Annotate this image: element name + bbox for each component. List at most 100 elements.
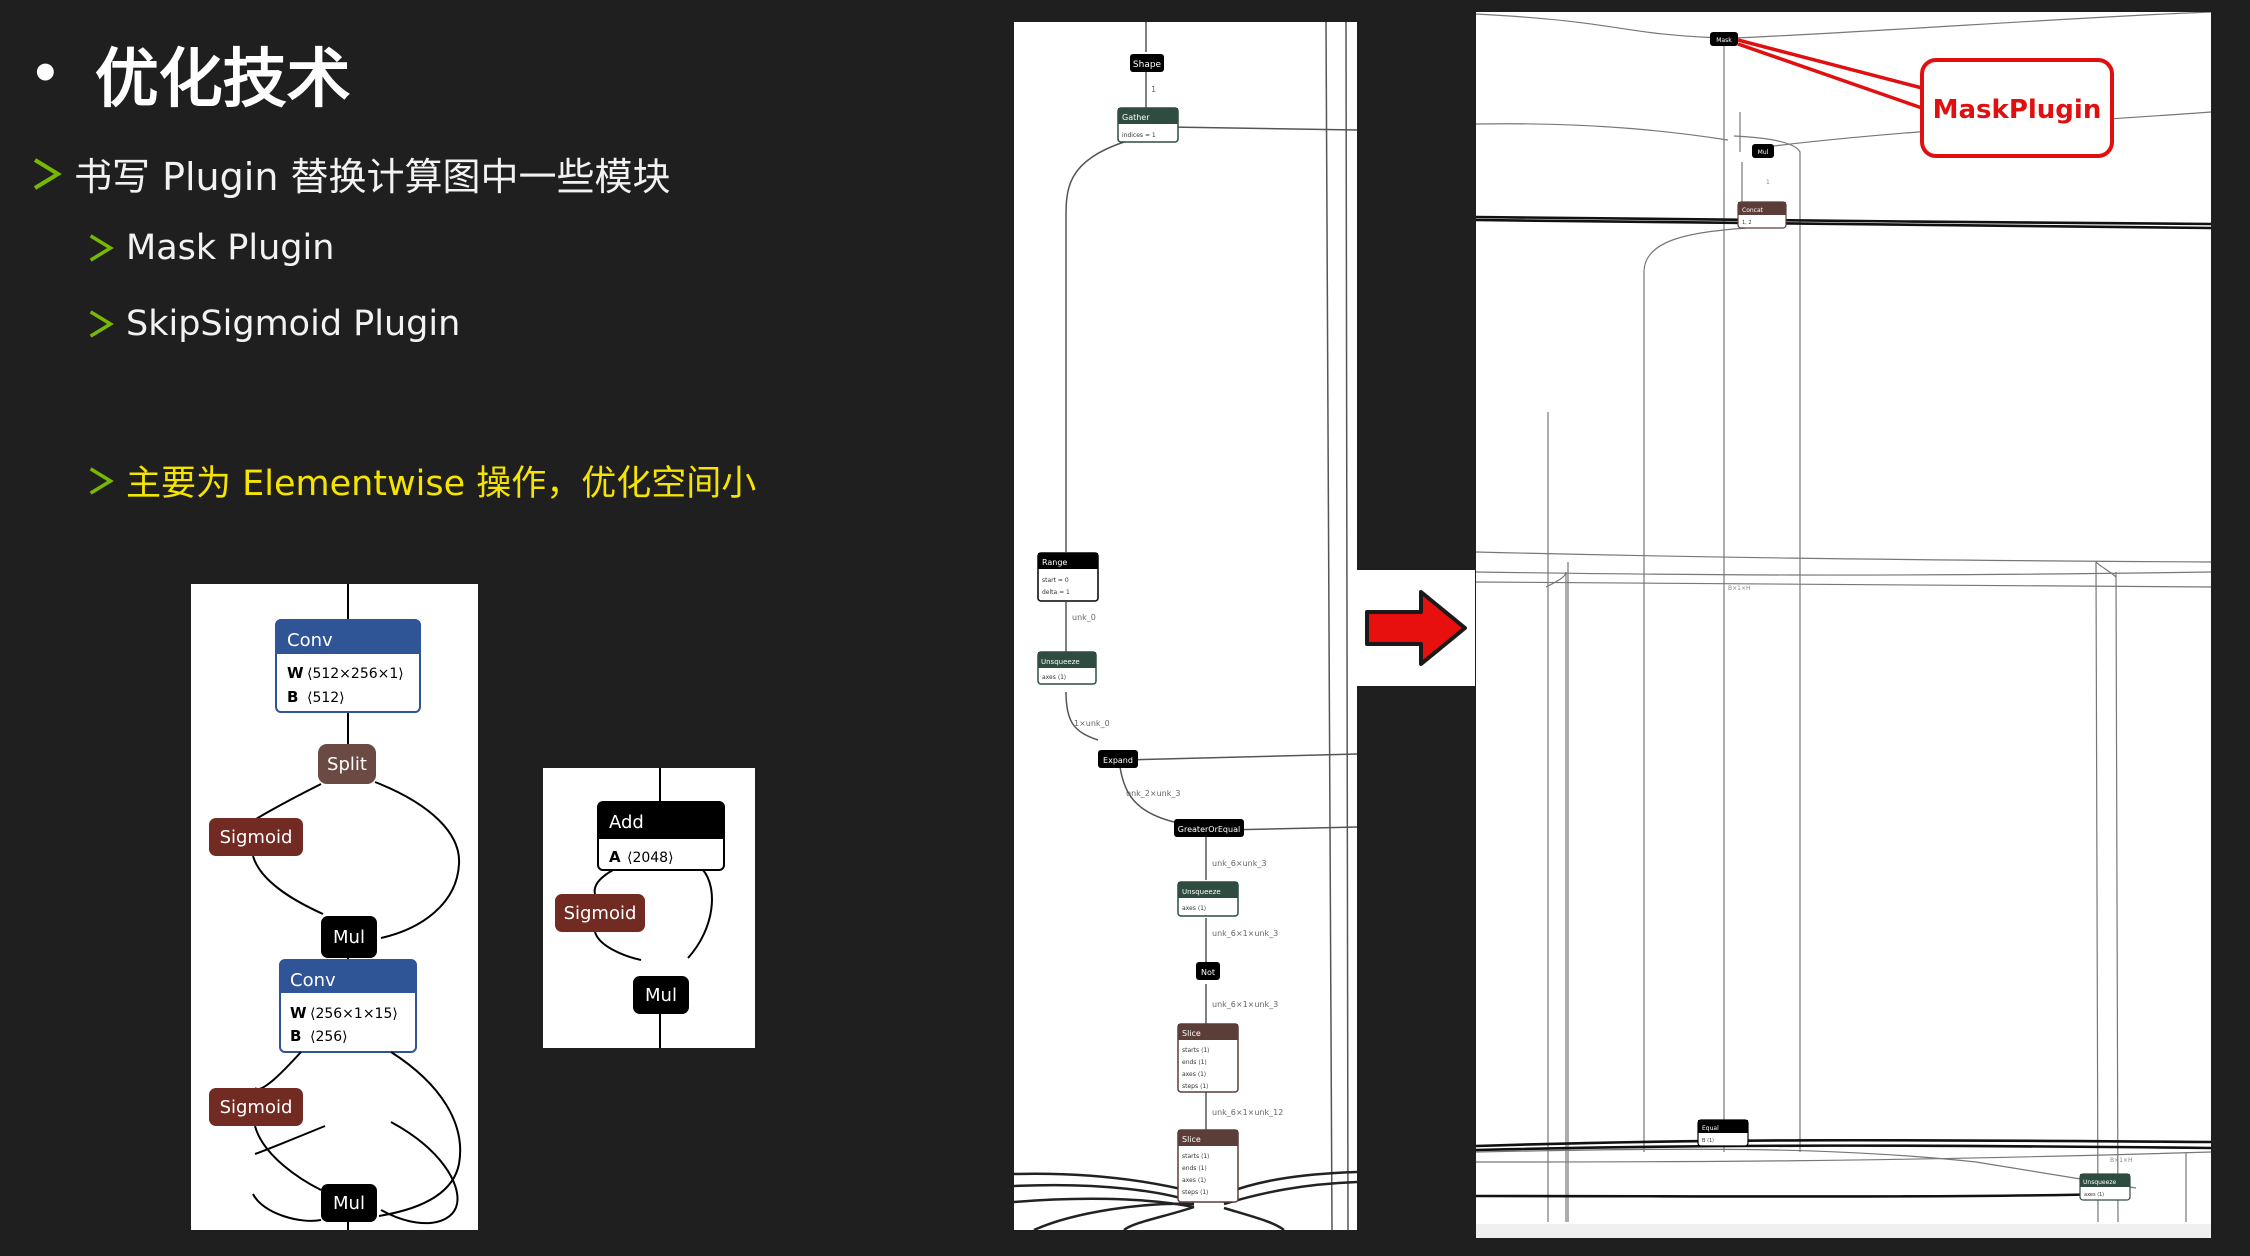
bullet-text: Mask Plugin — [126, 228, 335, 268]
slice1-node: Slice starts ⟨1⟩ ends ⟨1⟩ axes ⟨1⟩ steps… — [1177, 1023, 1239, 1093]
maskplugin-callout: MaskPlugin — [1920, 58, 2114, 158]
concat-label: Concat — [1742, 207, 1764, 214]
range-label: Range — [1042, 558, 1067, 567]
unsqueeze1-attr: axes ⟨1⟩ — [1042, 674, 1066, 681]
after-unsqueeze-node: Unsqueeze axes ⟨1⟩ — [2079, 1173, 2131, 1201]
sigmoid1-label: Sigmoid — [220, 827, 293, 848]
expand-node: Expand — [1098, 750, 1138, 768]
slice-attr: ends ⟨1⟩ — [1182, 1165, 1207, 1172]
slice-attr: axes ⟨1⟩ — [1182, 1071, 1206, 1078]
unsqueeze2-node: Unsqueeze axes ⟨1⟩ — [1177, 881, 1239, 917]
mul2-label: Mul — [333, 1193, 365, 1214]
slice-attr: steps ⟨1⟩ — [1182, 1083, 1209, 1090]
conv2-b-val: ⟨256⟩ — [310, 1029, 348, 1045]
equal-node: Equal B ⟨1⟩ — [1697, 1119, 1749, 1147]
split-label: Split — [327, 754, 367, 775]
add-a-val: ⟨2048⟩ — [627, 850, 674, 866]
equal-label: Equal — [1702, 1125, 1719, 1132]
slice2-label: Slice — [1182, 1135, 1201, 1144]
edge-label: 1 — [1151, 85, 1156, 94]
slide-title-text: 优化技术 — [94, 43, 351, 117]
conv2-b-label: B — [290, 1027, 301, 1045]
shape-label: Shape — [1133, 60, 1162, 70]
edge-label: unk_2×unk_3 — [1126, 789, 1180, 798]
gather-label: Gather — [1122, 113, 1150, 122]
gather-attr: indices = 1 — [1122, 132, 1156, 139]
conv2-w-label: W — [290, 1004, 307, 1022]
callout-text: MaskPlugin — [1933, 95, 2102, 125]
conv1-w-val: ⟨512×256×1⟩ — [307, 666, 404, 682]
conv1-w-label: W — [287, 664, 304, 682]
conv1-b-val: ⟨512⟩ — [307, 690, 345, 706]
mul1-label: Mul — [333, 927, 365, 948]
conv1-node: Conv W ⟨512×256×1⟩ B ⟨512⟩ — [275, 619, 421, 713]
range-node: Range start = 0 delta = 1 — [1037, 552, 1099, 602]
slice-attr: ends ⟨1⟩ — [1182, 1059, 1207, 1066]
title-bullet: • — [30, 46, 61, 102]
bullet-level1: 书写 Plugin 替换计算图中一些模块 — [32, 146, 670, 201]
sigmoid-node: Sigmoid — [555, 894, 645, 932]
mul2-node: Mul — [321, 1184, 377, 1222]
sigmoid2-label: Sigmoid — [220, 1097, 293, 1118]
edge-label: unk_6×1×unk_3 — [1212, 1000, 1278, 1009]
conv1-b-label: B — [287, 688, 298, 706]
after-unsqueeze-attr: axes ⟨1⟩ — [2084, 1192, 2104, 1198]
edge-label: unk_0 — [1072, 613, 1096, 622]
gather-node: Gather indices = 1 — [1117, 107, 1179, 143]
edge-label: B×1×H — [1728, 585, 1751, 592]
add-node: Add A ⟨2048⟩ — [597, 801, 725, 871]
edge-label: 1 — [1766, 179, 1770, 186]
slice-attr: starts ⟨1⟩ — [1182, 1153, 1210, 1160]
bullet-level2-mask: Mask Plugin — [88, 228, 334, 268]
mul1-node: Mul — [321, 916, 377, 958]
bullet-arrow-icon — [33, 157, 62, 190]
mask-label: Mask — [1716, 37, 1732, 44]
expand-label: Expand — [1103, 756, 1133, 765]
greater-or-equal-label: GreaterOrEqual — [1178, 825, 1240, 834]
slice1-label: Slice — [1182, 1029, 1201, 1038]
bullet-text: SkipSigmoid Plugin — [126, 304, 461, 344]
not-node: Not — [1196, 962, 1220, 980]
mask-plugin-node: Mask — [1710, 32, 1738, 46]
shape-node: Shape — [1130, 54, 1164, 72]
unsqueeze1-label: Unsqueeze — [1041, 658, 1080, 666]
slice2-node: Slice starts ⟨1⟩ ends ⟨1⟩ axes ⟨1⟩ steps… — [1177, 1129, 1239, 1203]
transform-arrow-icon — [1365, 590, 1467, 666]
range-attr: delta = 1 — [1042, 589, 1070, 596]
before-mask-graph: 1 unk_0 1×unk_0 unk_2×unk_3 unk_6×unk_3 … — [1014, 22, 1357, 1230]
after-unsqueeze-label: Unsqueeze — [2083, 1179, 2116, 1186]
edge-label: unk_6×unk_3 — [1212, 859, 1266, 868]
conv-sigmoid-graph: Conv W ⟨512×256×1⟩ B ⟨512⟩ Split Sigmoid… — [191, 584, 478, 1230]
after-mul-node: Mul — [1752, 144, 1774, 158]
bullet-level2-skipsigmoid: SkipSigmoid Plugin — [88, 304, 460, 344]
callout-pointer — [1737, 38, 1923, 110]
conv2-node: Conv W ⟨256×1×15⟩ B ⟨256⟩ — [279, 959, 417, 1053]
unsqueeze1-node: Unsqueeze axes ⟨1⟩ — [1037, 651, 1097, 685]
bullet-level2-elementwise: 主要为 Elementwise 操作，优化空间小 — [88, 455, 756, 506]
unsqueeze2-attr: axes ⟨1⟩ — [1182, 905, 1206, 912]
concat-node: Concat 1, 2 — [1737, 201, 1787, 229]
conv2-w-val: ⟨256×1×15⟩ — [310, 1006, 398, 1022]
equal-attr: B ⟨1⟩ — [1702, 1138, 1714, 1144]
mul-label: Mul — [645, 985, 677, 1006]
slice-attr: axes ⟨1⟩ — [1182, 1177, 1206, 1184]
conv2-op: Conv — [290, 970, 336, 991]
edge-label: 1×unk_0 — [1074, 719, 1110, 728]
add-op: Add — [609, 812, 644, 833]
unsqueeze2-label: Unsqueeze — [1182, 888, 1221, 896]
conv1-op: Conv — [287, 630, 333, 651]
slice-attr: starts ⟨1⟩ — [1182, 1047, 1210, 1054]
bullet-text: 书写 Plugin 替换计算图中一些模块 — [74, 155, 671, 199]
sigmoid1-node: Sigmoid — [209, 818, 303, 856]
greater-or-equal-node: GreaterOrEqual — [1174, 819, 1244, 837]
concat-attr: 1, 2 — [1742, 220, 1752, 226]
sigmoid2-node: Sigmoid — [209, 1088, 303, 1126]
bullet-arrow-icon — [89, 466, 114, 495]
after-mul-label: Mul — [1758, 149, 1769, 156]
bullet-arrow-icon — [89, 310, 114, 338]
sigmoid-label: Sigmoid — [564, 903, 637, 924]
bullet-arrow-icon — [89, 234, 114, 262]
edge-label: unk_6×1×unk_12 — [1212, 1108, 1283, 1117]
add-sigmoid-graph: Add A ⟨2048⟩ Sigmoid Mul — [543, 768, 755, 1048]
edge-label: B×1×H — [2110, 1157, 2133, 1164]
